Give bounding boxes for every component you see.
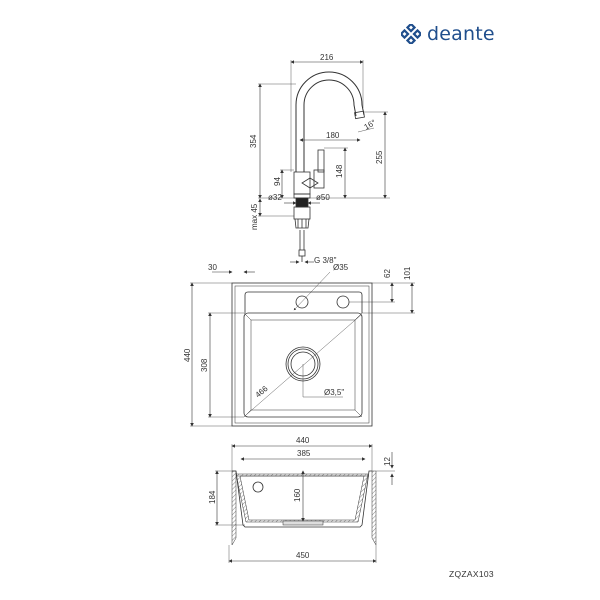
svg-text:G 3/8": G 3/8" [314,256,337,265]
brand-name: deante [427,23,495,45]
svg-text:308: 308 [200,358,209,372]
faucet-dimensions: 216 354 180 16° 255 148 94 ø32 ø50 max 4… [249,53,384,265]
svg-text:440: 440 [296,436,310,445]
svg-text:354: 354 [249,134,258,148]
svg-text:Ø35: Ø35 [333,263,349,272]
svg-text:16°: 16° [363,118,378,132]
sink-top-dimensions: 30 Ø35 62 101 440 308 466 Ø3,5" [183,263,412,400]
sink-top-view [190,270,415,427]
svg-text:180: 180 [326,131,340,140]
deante-logo-icon [401,24,421,44]
svg-text:440: 440 [183,348,192,362]
svg-text:255: 255 [375,150,384,164]
svg-text:148: 148 [335,164,344,178]
svg-text:466: 466 [254,384,270,400]
svg-text:385: 385 [297,449,311,458]
faucet-drawing [258,60,390,264]
svg-text:12: 12 [383,457,392,466]
sink-section-view [215,444,395,563]
svg-text:216: 216 [320,53,334,62]
svg-text:101: 101 [403,266,412,280]
svg-text:450: 450 [296,551,310,560]
svg-text:62: 62 [383,269,392,278]
svg-text:94: 94 [273,177,282,186]
svg-text:160: 160 [293,488,302,502]
svg-text:30: 30 [208,263,217,272]
brand-logo: deante [401,24,495,44]
svg-text:ø32: ø32 [268,193,282,202]
svg-text:Ø3,5": Ø3,5" [324,388,344,397]
svg-text:max 45: max 45 [250,203,259,230]
sink-section-dimensions: 440 385 12 184 160 450 [208,436,392,560]
product-code: ZQZAX103 [449,569,494,579]
svg-text:184: 184 [208,490,217,504]
svg-text:ø50: ø50 [316,193,330,202]
